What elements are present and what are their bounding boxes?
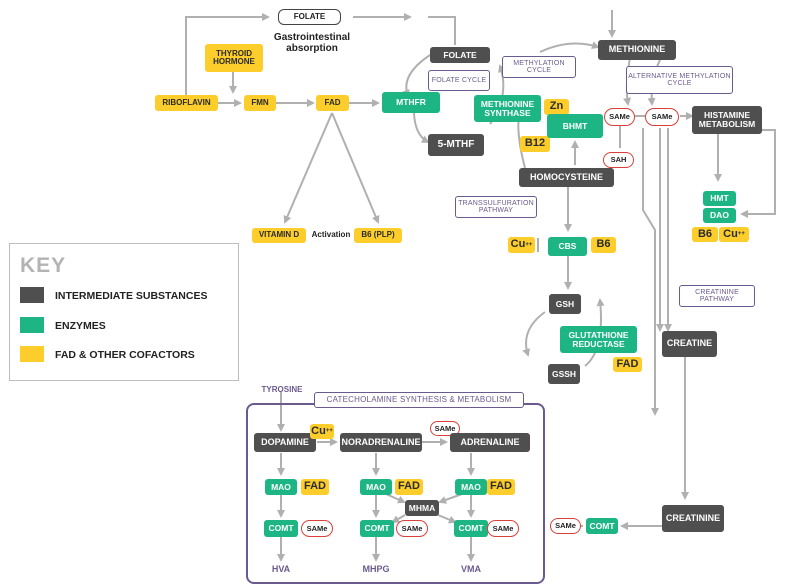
thyroid-hormone: THYROID HORMONE <box>205 44 263 72</box>
same-1: SAMe <box>604 108 635 126</box>
homocysteine: HOMOCYSTEINE <box>519 168 614 187</box>
gsh: GSH <box>549 294 581 314</box>
key-swatch-intermediate <box>20 287 44 303</box>
comt-creatinine: COMT <box>586 518 618 534</box>
same-comt-3: SAMe <box>487 520 519 537</box>
same-creatinine: SAMe <box>550 518 581 534</box>
five-mthf: 5-MTHF <box>428 134 484 156</box>
key-label-cofactors: FAD & OTHER COFACTORS <box>55 349 195 361</box>
adrenaline: ADRENALINE <box>450 433 530 452</box>
b12-cofactor: B12 <box>520 136 550 152</box>
key-legend: KEY INTERMEDIATE SUBSTANCES ENZYMES FAD … <box>9 243 239 381</box>
vitamin-d: VITAMIN D <box>252 228 306 243</box>
comt-1: COMT <box>264 520 298 537</box>
comt-2: COMT <box>360 520 394 537</box>
fmn: FMN <box>244 95 276 111</box>
cu-text: Cu <box>311 424 326 437</box>
same-adrenaline: SAMe <box>430 421 460 436</box>
key-swatch-cofactors <box>20 346 44 362</box>
creatinine: CREATININE <box>662 505 724 532</box>
folate-mid: FOLATE <box>430 47 490 63</box>
key-label-intermediate: INTERMEDIATE SUBSTANCES <box>55 290 208 302</box>
tyrosine-label: TYROSINE <box>261 385 303 394</box>
mao-2: MAO <box>360 479 392 495</box>
fad-mao-3: FAD <box>487 479 515 495</box>
hmt: HMT <box>703 191 736 206</box>
folate-cycle-label: FOLATE CYCLE <box>428 70 490 91</box>
dopamine: DOPAMINE <box>254 433 316 452</box>
comt-3: COMT <box>454 520 488 537</box>
creatinine-pathway-label: CREATININE PATHWAY <box>679 285 755 307</box>
fad-mao-2: FAD <box>395 479 423 495</box>
alt-methylation-cycle-label: ALTERNATIVE METHYLATION CYCLE <box>626 66 733 94</box>
mhma: MHMA <box>405 500 439 516</box>
vma: VMA <box>461 564 481 574</box>
methionine-synthase: METHIONINE SYNTHASE <box>474 95 541 122</box>
cbs: CBS <box>548 237 587 256</box>
cu-sup: ++ <box>525 241 533 248</box>
histamine-metabolism: HISTAMINE METABOLISM <box>692 106 762 134</box>
glutathione-reductase: GLUTATHIONE REDUCTASE <box>560 326 637 353</box>
cu-sup: ++ <box>737 231 745 238</box>
mhpg: MHPG <box>362 564 390 574</box>
fad-glutathione: FAD <box>613 357 642 372</box>
b6-plp: B6 (PLP) <box>354 228 402 243</box>
cu-sup: ++ <box>325 428 333 435</box>
methylation-cycle-label: METHYLATION CYCLE <box>502 56 576 78</box>
mao-3: MAO <box>455 479 487 495</box>
sah: SAH <box>603 152 634 168</box>
zn-cofactor: Zn <box>544 99 569 115</box>
hva: HVA <box>271 564 291 574</box>
key-label-enzymes: ENZYMES <box>55 320 106 332</box>
key-title: KEY <box>20 254 67 277</box>
b6-histamine: B6 <box>692 227 718 242</box>
folate-top: FOLATE <box>278 9 341 25</box>
dao: DAO <box>703 208 736 223</box>
mao-1: MAO <box>265 479 297 495</box>
gi-absorption-label: Gastrointestinal absorption <box>273 32 351 54</box>
riboflavin: RIBOFLAVIN <box>155 95 218 111</box>
mthfr: MTHFR <box>382 92 440 113</box>
b6-cbs: B6 <box>591 237 616 253</box>
catecholamine-label: CATECHOLAMINE SYNTHESIS & METABOLISM <box>314 392 524 408</box>
bhmt: BHMT <box>547 114 603 138</box>
same-2: SAMe <box>645 108 679 126</box>
activation-label: Activation <box>311 230 351 239</box>
noradrenaline: NORADRENALINE <box>340 433 422 452</box>
gssh: GSSH <box>548 364 580 384</box>
cu-text: Cu <box>510 238 526 251</box>
creatine: CREATINE <box>662 331 717 357</box>
methionine: METHIONINE <box>598 40 676 60</box>
same-comt-2: SAMe <box>396 520 428 537</box>
transsulfuration-label: TRANSSULFURATION PATHWAY <box>455 196 537 218</box>
fad-main: FAD <box>316 95 349 111</box>
cu-cbs: Cu++ <box>508 237 535 253</box>
cu-histamine: Cu++ <box>719 227 749 242</box>
key-swatch-enzymes <box>20 317 44 333</box>
cu-text: Cu <box>723 227 738 240</box>
same-comt-1: SAMe <box>301 520 333 537</box>
fad-mao-1: FAD <box>301 479 329 495</box>
cu-dopamine: Cu++ <box>310 424 334 439</box>
